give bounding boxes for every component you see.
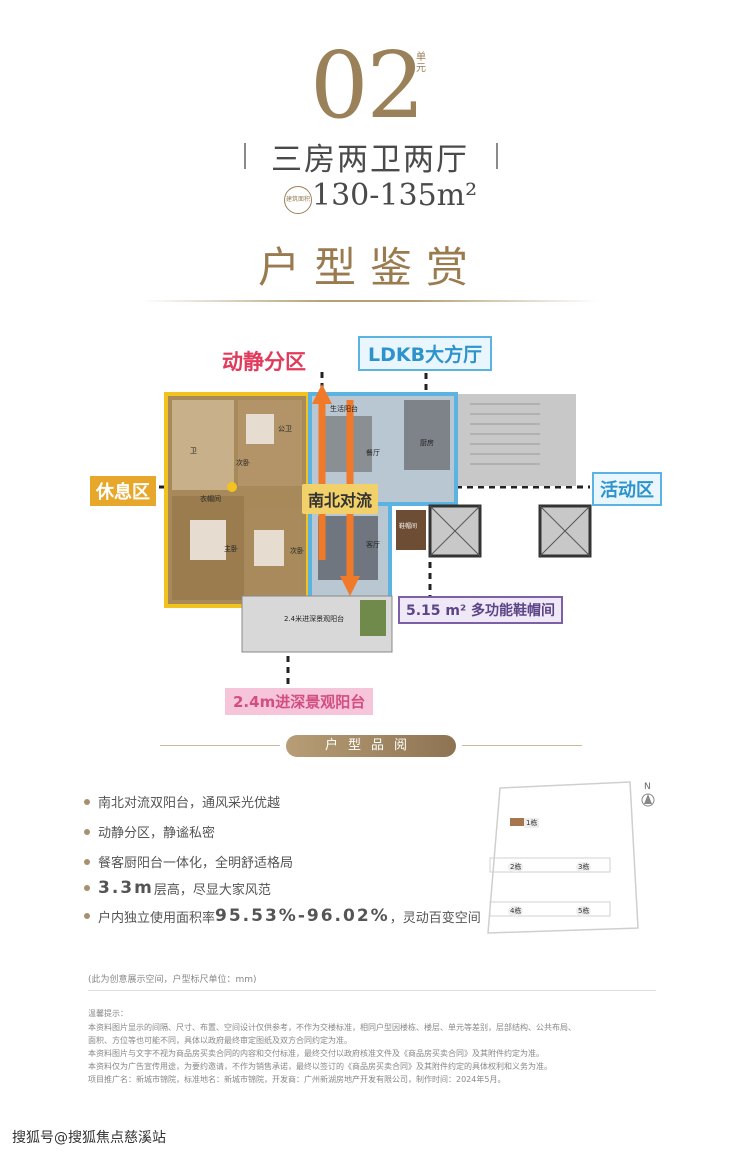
feature-item: 南北对流双阳台，通风采光优越 bbox=[84, 792, 280, 811]
north-label: N bbox=[644, 782, 651, 792]
bullet-icon bbox=[84, 913, 90, 919]
section-title: 户型品阅 bbox=[286, 735, 456, 757]
section-line-right bbox=[462, 745, 582, 746]
area-value: 130-135m² bbox=[312, 178, 478, 213]
warning-line: 本资料图片显示的间隔、尺寸、布置、空间设计仅供参考，不作为交楼标准，相同户型因楼… bbox=[88, 1023, 576, 1032]
room-bath1: 卫 bbox=[190, 447, 197, 455]
warning-line: 面积、方位等也可能不同，具体以政府最终审定图纸及双方合同约定为准。 bbox=[88, 1036, 352, 1045]
room-bedroom2: 次卧 bbox=[236, 459, 250, 467]
room-dining: 餐厅 bbox=[366, 449, 380, 457]
title-bar-right bbox=[496, 143, 498, 169]
building-label: 1栋 bbox=[524, 818, 540, 828]
layout-title: 三房两卫两厅 bbox=[271, 142, 469, 178]
rest-zone-dot bbox=[227, 482, 237, 492]
unit-number: 02 bbox=[310, 32, 425, 139]
label-north-south: 南北对流 bbox=[302, 484, 379, 514]
site-plan bbox=[487, 781, 655, 934]
warning-line: 本资料图片与文字不视为商品房买卖合同的内容和交付标准，最终交付以政府核准文件及《… bbox=[88, 1049, 544, 1058]
warning-line: 项目推广名：新城市锦院，标准地名：新城市锦院，开发商：广州新湖房地产开发有限公司… bbox=[88, 1075, 506, 1084]
building-label: 5栋 bbox=[576, 906, 592, 916]
bullet-icon bbox=[84, 885, 90, 891]
building-label: 2栋 bbox=[508, 862, 524, 872]
divider bbox=[142, 300, 598, 302]
section-line-left bbox=[160, 745, 280, 746]
appreciation-title: 户型鉴赏 bbox=[257, 243, 482, 292]
room-bath2: 公卫 bbox=[278, 425, 292, 433]
bullet-icon bbox=[84, 858, 90, 865]
feature-item: 餐客厨阳台一体化，全明舒适格局 bbox=[84, 852, 293, 871]
room-living-balcony: 生活阳台 bbox=[330, 405, 358, 413]
feature-item: 动静分区，静谧私密 bbox=[84, 822, 215, 841]
title-bar-left bbox=[244, 143, 246, 169]
label-dong-jing: 动静分区 bbox=[222, 350, 306, 374]
room-bedroom3: 次卧 bbox=[290, 547, 304, 555]
label-shoe-room: 5.15 m² 多功能鞋帽间 bbox=[398, 596, 564, 624]
area-badge: 建筑面积 bbox=[284, 186, 312, 214]
label-ldkb: LDKB大方厅 bbox=[358, 336, 493, 371]
bullet-icon bbox=[84, 828, 90, 835]
room-balcony: 2.4米进深景观阳台 bbox=[284, 615, 345, 623]
warning-line: 本资料仅为广告宣传用途，为要约邀请，不作为销售承诺，最终以签订的《商品房买卖合同… bbox=[88, 1062, 552, 1071]
warning-title: 温馨提示： bbox=[88, 1009, 128, 1018]
label-rest-zone: 休息区 bbox=[90, 476, 156, 506]
label-balcony: 2.4m进深景观阳台 bbox=[225, 688, 374, 715]
room-cloakroom: 衣帽间 bbox=[200, 495, 221, 503]
bullet-icon bbox=[84, 798, 90, 805]
room-kitchen: 厨房 bbox=[420, 439, 434, 447]
shoe-room-area bbox=[396, 510, 426, 550]
label-activity-zone: 活动区 bbox=[592, 472, 662, 506]
room-living: 客厅 bbox=[366, 541, 380, 549]
room-master: 主卧 bbox=[224, 545, 238, 553]
warning-rule bbox=[88, 990, 656, 991]
footnote: (此为创意展示空间，户型标尺单位：mm) bbox=[88, 975, 257, 985]
watermark: 搜狐号@搜狐焦点慈溪站 bbox=[12, 1130, 166, 1146]
unit-tag: 单元 bbox=[416, 52, 426, 74]
building-label: 4栋 bbox=[508, 906, 524, 916]
room-shoe: 鞋帽间 bbox=[399, 523, 418, 530]
building-label: 3栋 bbox=[576, 862, 592, 872]
